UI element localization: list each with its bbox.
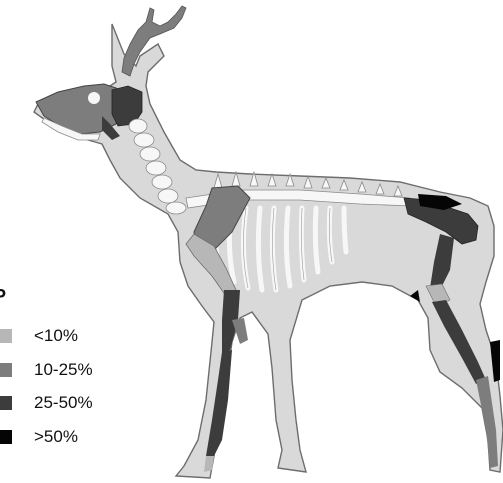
legend-swatch <box>0 396 12 410</box>
eye-socket <box>88 92 100 104</box>
legend-swatch <box>0 329 12 343</box>
legend-swatch <box>0 363 12 377</box>
legend-title: P <box>0 286 6 307</box>
legend-label: 10-25% <box>34 360 93 380</box>
legend-label: >50% <box>34 427 78 447</box>
legend-item-gt50: >50% <box>0 427 78 447</box>
legend-label: 25-50% <box>34 393 93 413</box>
legend-item-25-50: 25-50% <box>0 393 93 413</box>
legend-swatch <box>0 430 12 444</box>
legend-label: <10% <box>34 326 78 346</box>
legend-item-10-25: 10-25% <box>0 360 93 380</box>
legend-item-lt10: <10% <box>0 326 78 346</box>
